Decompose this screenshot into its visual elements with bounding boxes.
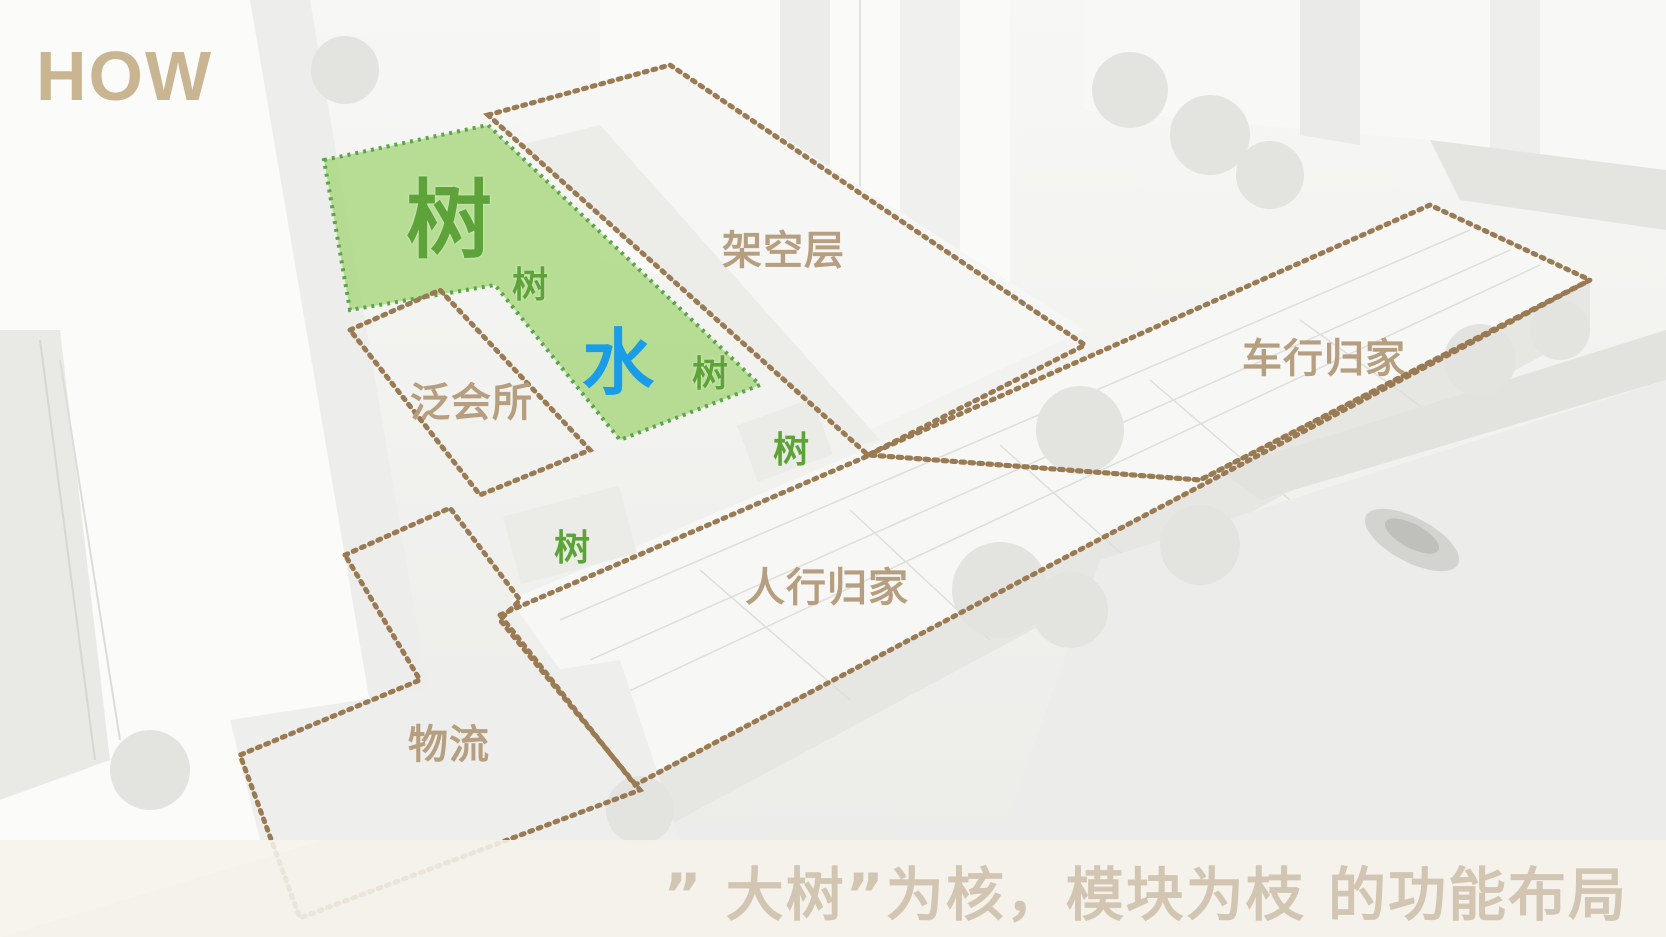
tree-label-4: 树	[554, 527, 591, 569]
outline-club	[346, 286, 595, 499]
tree-label-3: 树	[773, 429, 810, 471]
tower-right	[1085, 0, 1666, 230]
caption-text: ” 大树”为核，模块为枝 的功能布局	[663, 861, 1628, 929]
tree-label-2: 树	[692, 353, 729, 395]
outline-logistics	[236, 504, 645, 922]
foliage	[110, 36, 1590, 844]
tree-label-1: 树	[512, 264, 549, 306]
label-logistics: 物流	[408, 722, 490, 768]
label-stilt-floor: 架空层	[722, 228, 845, 274]
tower-left	[0, 0, 430, 937]
water-label: 水	[582, 320, 655, 405]
outline-stilt-floor	[482, 62, 1090, 459]
stilt-building	[500, 65, 1085, 445]
ground-road	[230, 330, 1666, 840]
car-icon	[1364, 508, 1460, 572]
label-drive-home: 车行归家	[1242, 336, 1406, 382]
how-heading: HOW	[36, 37, 214, 115]
caption-band	[0, 840, 1666, 937]
garden-zone	[321, 122, 764, 443]
tree-large-label: 树	[406, 170, 492, 271]
label-club: 泛会所	[410, 380, 533, 426]
label-walk-home: 人行归家	[745, 565, 909, 611]
